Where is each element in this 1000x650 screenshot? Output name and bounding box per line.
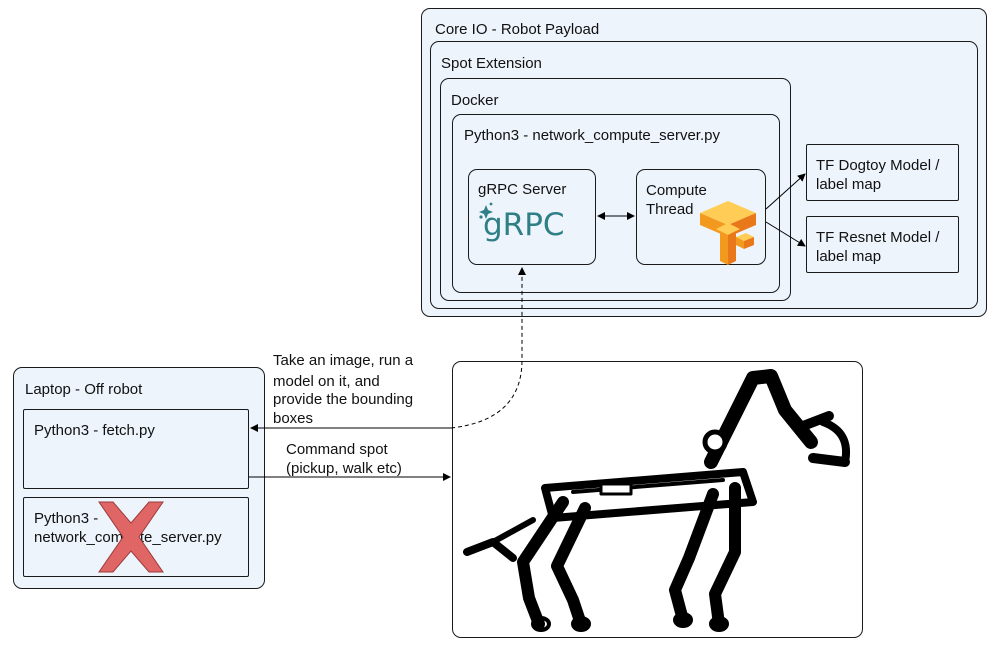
compute-dogtoy-arrow <box>765 173 806 210</box>
grpc-logo-text: gRPC <box>483 207 565 243</box>
laptop-server-line1: Python3 - <box>34 510 99 527</box>
core-io-title: Core IO - Robot Payload <box>435 21 600 38</box>
tensorflow-logo-icon <box>700 201 756 265</box>
compute-resnet-arrow <box>765 221 806 247</box>
command-line2: (pickup, walk etc) <box>286 460 402 477</box>
spot-robot-image <box>463 369 850 632</box>
request-dashed-arrow <box>450 267 526 429</box>
robot-image-panel <box>452 361 863 638</box>
fetch-title: Python3 - fetch.py <box>34 422 155 439</box>
image-request-line2: model on it, and <box>273 373 380 390</box>
python-server-title: Python3 - network_compute_server.py <box>464 127 720 144</box>
command-line1: Command spot <box>286 441 389 458</box>
grpc-server-title: gRPC Server <box>478 181 567 198</box>
tf-dogtoy-model-box: TF Dogtoy Model / label map <box>806 144 959 201</box>
compute-thread-box: Compute Thread <box>636 169 766 265</box>
tf-dogtoy-model-line1: TF Dogtoy Model / <box>816 157 940 174</box>
compute-thread-title-line1: Compute <box>646 182 707 199</box>
grpc-logo-icon: gRPC <box>479 202 565 243</box>
fetch-box: Python3 - fetch.py <box>23 409 249 489</box>
compute-thread-title-line2: Thread <box>646 201 694 218</box>
tf-resnet-model-box: TF Resnet Model / label map <box>806 216 959 273</box>
laptop-title: Laptop - Off robot <box>25 381 143 398</box>
red-x-icon <box>98 501 164 573</box>
tf-dogtoy-model-line2: label map <box>816 176 882 193</box>
docker-title: Docker <box>451 92 499 109</box>
image-request-line4: boxes <box>273 410 313 427</box>
tf-resnet-model-line2: label map <box>816 248 882 265</box>
laptop-server-box: Python3 - network_compute_server.py <box>23 497 249 577</box>
image-request-line3: provide the bounding <box>273 391 413 408</box>
image-request-line1: Take an image, run a <box>273 352 414 369</box>
grpc-server-box: gRPC Server gRPC <box>468 169 596 265</box>
spot-extension-title: Spot Extension <box>441 55 542 72</box>
tf-resnet-model-line1: TF Resnet Model / <box>816 229 940 246</box>
